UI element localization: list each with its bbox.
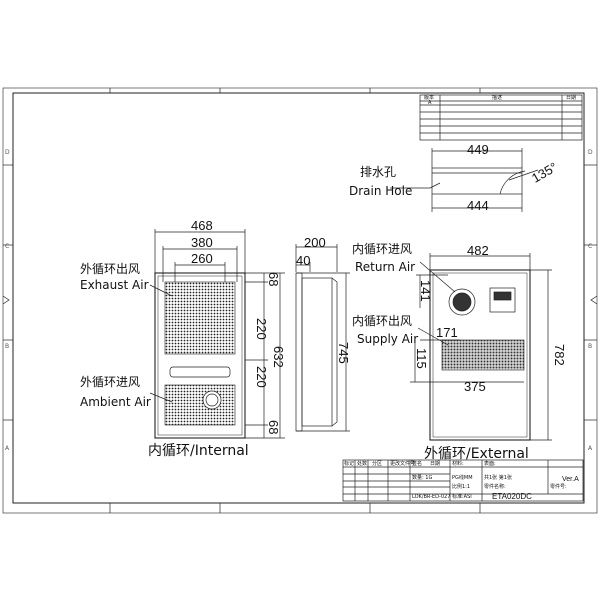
- drain-dim-444: 444: [467, 198, 489, 213]
- tb-code: 零件号:: [550, 484, 567, 490]
- drain-label-cn: 排水孔: [360, 165, 397, 179]
- return-label-en: Return Air: [355, 260, 416, 274]
- internal-caption: 内循环/Internal: [148, 443, 249, 459]
- tb-r1-0: 标记: [344, 461, 355, 467]
- internal-dim-220-a: 220: [254, 318, 269, 340]
- internal-dim-380: 380: [191, 235, 213, 250]
- tb-material: 材料:: [452, 461, 464, 467]
- tb-drawing-no: LOK/BR-ED-027: [412, 494, 451, 500]
- side-dim-745: 745: [336, 342, 351, 364]
- rev-col-date: 日期: [566, 95, 577, 101]
- drain-dim-449: 449: [467, 142, 489, 157]
- tb-r1-5: 日期: [430, 461, 441, 467]
- tb-sheet: 共1张 第1张: [484, 475, 512, 481]
- external-dim-141: 141: [418, 280, 433, 302]
- side-dim-40: 40: [296, 253, 311, 268]
- external-dim-171: 171: [436, 325, 458, 340]
- drain-hole-view: [390, 148, 539, 212]
- revision-table: [419, 94, 583, 141]
- internal-dim-68-top: 68: [266, 272, 281, 287]
- supply-label-cn: 内循环出风: [352, 314, 413, 328]
- tb-r1-4: 签名: [412, 461, 423, 467]
- external-caption: 外循环/External: [424, 446, 529, 462]
- exhaust-label-cn: 外循环出风: [80, 262, 141, 276]
- tb-ver: Ver.A: [562, 476, 579, 483]
- edge-right-d: D: [588, 149, 593, 156]
- edge-left-d: D: [5, 149, 10, 156]
- tb-standard: 标准:ASI: [452, 494, 472, 500]
- edge-left-c: C: [5, 243, 10, 250]
- external-dim-482: 482: [467, 243, 489, 258]
- tb-part-no: ETA020DC: [492, 492, 532, 501]
- supply-label-en: Supply Air: [357, 332, 419, 346]
- external-dim-115: 115: [414, 348, 429, 369]
- rev-col-desc: 描述: [492, 95, 503, 101]
- internal-dim-220-b: 220: [254, 366, 269, 388]
- edge-left-a: A: [5, 445, 10, 452]
- tb-part-name: 零件名称:: [484, 484, 506, 490]
- tb-surface: 表面:: [484, 461, 496, 467]
- internal-dim-468: 468: [191, 218, 213, 233]
- internal-dim-260: 260: [191, 251, 213, 266]
- tb-qty: 数量: 1G: [412, 475, 433, 481]
- edge-right-c: C: [588, 243, 593, 250]
- internal-dim-68-bottom: 68: [266, 420, 281, 435]
- side-view: [295, 244, 350, 432]
- external-view: [410, 253, 552, 441]
- rev-col-version-a: A: [428, 100, 432, 106]
- title-block: [342, 459, 584, 502]
- ambient-label-cn: 外循环进风: [80, 375, 141, 389]
- tb-r1-1: 处数: [357, 461, 368, 467]
- edge-right-b: B: [588, 343, 593, 350]
- external-dim-375: 375: [464, 379, 486, 394]
- tb-r1-2: 分区: [372, 461, 383, 467]
- external-dim-782: 782: [552, 344, 567, 366]
- edge-left-b: B: [5, 343, 10, 350]
- tb-scale: 比例1:1: [452, 484, 471, 490]
- tb-r1-3: 更改文件号: [390, 461, 416, 467]
- ambient-label-en: Ambient Air: [80, 395, 151, 409]
- side-dim-200: 200: [304, 235, 326, 250]
- inner-border: [12, 92, 585, 504]
- edge-right-a: A: [588, 445, 593, 452]
- exhaust-label-en: Exhaust Air: [80, 278, 149, 292]
- tb-pg: PG线MM: [452, 475, 473, 481]
- outer-border: [2, 87, 598, 514]
- return-label-cn: 内循环进风: [352, 242, 413, 256]
- drain-label-en: Drain Hole: [349, 184, 413, 198]
- rev-col-version: 版本: [424, 95, 435, 101]
- internal-view: [149, 229, 285, 439]
- internal-dim-632: 632: [271, 346, 286, 368]
